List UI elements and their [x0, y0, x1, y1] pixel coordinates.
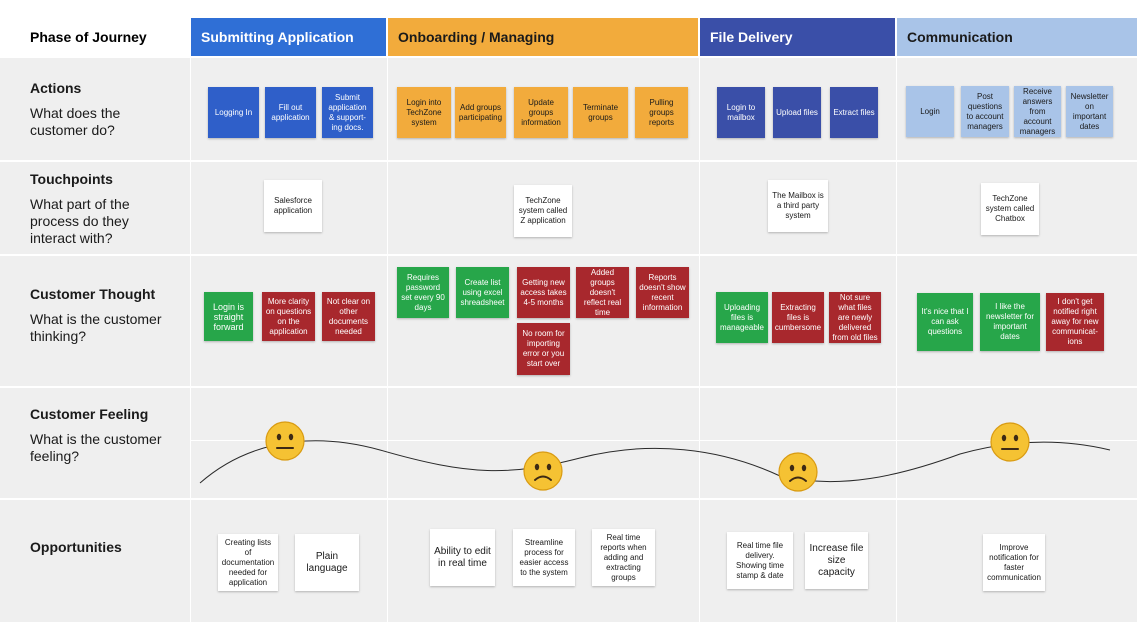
thought-note: Create list using excel shreadsheet	[456, 267, 509, 318]
touchpoint-note: TechZone system called Chatbox	[981, 183, 1039, 235]
row-band-feeling	[0, 388, 1137, 498]
action-note: Post questions to account managers	[961, 86, 1009, 137]
column-divider	[190, 58, 191, 622]
row-subtitle-actions: What does the customer do?	[30, 105, 121, 138]
action-note: Logging In	[208, 87, 259, 138]
phase-label-delivery: File Delivery	[710, 29, 793, 45]
touchpoint-note: TechZone system called Z application	[514, 185, 572, 237]
thought-note: Requires password set every 90 days	[397, 267, 449, 318]
opportunity-note: Improve notification for faster communic…	[983, 534, 1045, 591]
thought-note: Added groups doesn't reflect real time	[576, 267, 629, 318]
thought-note: Not clear on other documents needed	[322, 292, 375, 341]
row-label-opportunities: Opportunities	[30, 539, 180, 555]
opportunity-note: Ability to edit in real time	[430, 529, 495, 586]
row-title-feeling: Customer Feeling	[30, 406, 149, 422]
sad-face-icon	[523, 451, 563, 491]
phase-label-submitting: Submitting Application	[201, 29, 354, 45]
phase-label-onboarding: Onboarding / Managing	[398, 29, 555, 45]
action-note: Receive answers from account managers	[1014, 86, 1061, 137]
neutral-face-icon	[265, 421, 305, 461]
action-note: Pulling groups reports	[635, 87, 688, 138]
action-note: Terminate groups	[573, 87, 628, 138]
sad-face-icon	[778, 452, 818, 492]
phase-header-submitting: Submitting Application	[191, 18, 386, 56]
row-label-actions: Actions What does the customer do?	[30, 80, 180, 139]
opportunity-note: Creating lists of documentation needed f…	[218, 534, 278, 591]
phase-header-communication: Communication	[897, 18, 1137, 56]
row-label-touchpoints: Touchpoints What part of the process do …	[30, 171, 180, 247]
opportunity-note: Increase file size capacity	[805, 532, 868, 589]
row-subtitle-touchpoints: What part of the process do they interac…	[30, 196, 130, 246]
emotion-curve	[199, 440, 1111, 484]
phase-header-delivery: File Delivery	[700, 18, 895, 56]
phase-label-communication: Communication	[907, 29, 1013, 45]
thought-note: I don't get notified right away for new …	[1046, 293, 1104, 351]
row-label-feeling: Customer Feeling What is the customer fe…	[30, 406, 180, 465]
feeling-row-divider	[190, 440, 1137, 441]
phase-of-journey-text: Phase of Journey	[30, 29, 147, 45]
action-note: Extract files	[830, 87, 878, 138]
action-note: Add groups participating	[455, 87, 506, 138]
opportunity-note: Real time reports when adding and extrac…	[592, 529, 655, 586]
row-title-touchpoints: Touchpoints	[30, 171, 113, 187]
action-note: Login to mailbox	[717, 87, 765, 138]
column-divider	[387, 58, 388, 622]
action-note: Update groups information	[514, 87, 568, 138]
row-title-thought: Customer Thought	[30, 286, 156, 302]
row-label-thought: Customer Thought What is the customer th…	[30, 286, 180, 345]
thought-note: It's nice that I can ask questions	[917, 293, 973, 351]
phase-header-onboarding: Onboarding / Managing	[388, 18, 698, 56]
touchpoint-note: Salesforce application	[264, 180, 322, 232]
emotion-curve-line	[199, 440, 1111, 484]
thought-note: Uploading files is manageable	[716, 292, 768, 343]
thought-note: Login is straight forward	[204, 292, 253, 341]
thought-note: More clarity on questions on the applica…	[262, 292, 315, 341]
opportunity-note: Real time file delivery. Showing time st…	[727, 532, 793, 589]
column-divider	[699, 58, 700, 622]
action-note: Fill out application	[265, 87, 316, 138]
opportunity-note: Streamline process for easier access to …	[513, 529, 575, 586]
action-note: Login into TechZone system	[397, 87, 451, 138]
row-title-opportunities: Opportunities	[30, 539, 122, 555]
thought-note: Reports doesn't show recent information	[636, 267, 689, 318]
thought-note: Extracting files is cumbersome	[772, 292, 824, 343]
action-note: Submit application & support-ing docs.	[322, 87, 373, 138]
row-subtitle-feeling: What is the customer feeling?	[30, 431, 162, 464]
opportunity-note: Plain language	[295, 534, 359, 591]
row-subtitle-thought: What is the customer thinking?	[30, 311, 162, 344]
thought-note: No room for importing error or you start…	[517, 323, 570, 375]
thought-note: Getting new access takes 4-5 months	[517, 267, 570, 318]
action-note: Newsletter on important dates	[1066, 86, 1113, 137]
neutral-face-icon	[990, 422, 1030, 462]
action-note: Upload files	[773, 87, 821, 138]
action-note: Login	[906, 86, 954, 137]
thought-note: I like the newsletter for important date…	[980, 293, 1040, 351]
column-divider	[896, 58, 897, 622]
thought-note: Not sure what files are newly delivered …	[829, 292, 881, 343]
phase-of-journey-label: Phase of Journey	[0, 18, 190, 56]
row-title-actions: Actions	[30, 80, 82, 96]
touchpoint-note: The Mailbox is a third party system	[768, 180, 828, 232]
